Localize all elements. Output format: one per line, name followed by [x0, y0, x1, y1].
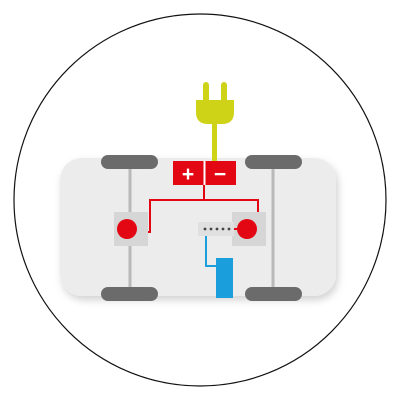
port-wire — [205, 236, 216, 267]
wheel-icon — [245, 287, 302, 301]
battery-icon: + − — [173, 161, 236, 186]
wheel-icon — [101, 287, 158, 301]
port-bar — [216, 258, 233, 298]
battery-negative-symbol: − — [214, 163, 226, 186]
motor-icon — [114, 212, 148, 246]
wheel-icon — [101, 155, 158, 169]
charge-port-icon — [198, 222, 234, 236]
motor-icon — [232, 212, 266, 246]
wheel-icon — [245, 155, 302, 169]
charging-plug-icon — [196, 82, 234, 124]
battery-positive-symbol: + — [182, 163, 194, 186]
plug-cable — [212, 118, 217, 162]
